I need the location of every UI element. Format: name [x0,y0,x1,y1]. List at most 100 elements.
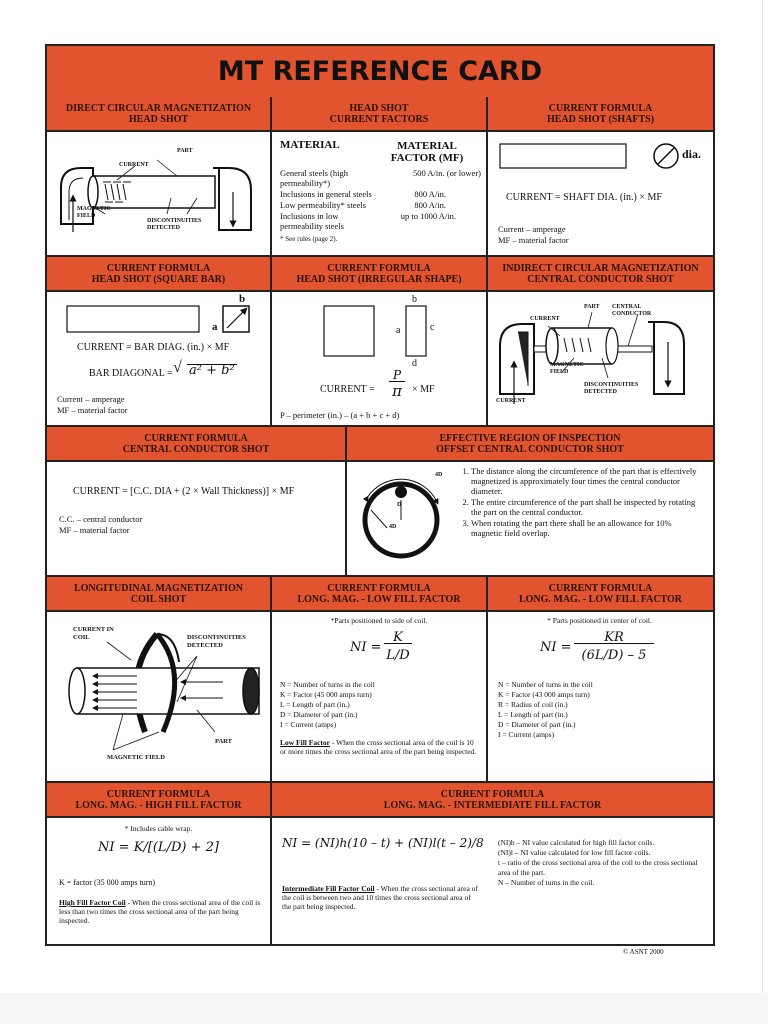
sqrt-symbol: √ [173,359,182,376]
cell-body: PART CENTRAL CONDUCTOR CURRENT MAGNETIC … [488,292,713,425]
formula-numerator: KR [574,631,654,644]
legend-line: K = Factor (43 000 amps turn) [498,690,590,699]
cell-coil-shot: LONGITUDINAL MAGNETIZATION COIL SHOT [47,577,272,783]
cell-header: CURRENT FORMULA LONG. MAG. - HIGH FILL F… [47,783,270,818]
definition-text: - When the cross sectional area of the c… [282,884,478,911]
header-line: LONG. MAG. - HIGH FILL FACTOR [75,799,242,811]
factor-row: up to 1000 A/in. [400,211,456,221]
col-material-head: MATERIAL [280,139,340,151]
label-a: a [396,325,401,336]
legend-line: N = Number of turns in the coil [280,680,375,689]
footnote: * See rules (page 2). [280,235,338,243]
shaft-diagram [499,143,679,169]
header-line: HEAD SHOT [128,113,189,125]
card-title: MT REFERENCE CARD [47,46,713,99]
formula-left: NI = [540,640,572,655]
legend-line: I = Current (amps) [280,720,337,729]
cell-header: CURRENT FORMULA HEAD SHOT (Square Bar) [47,257,270,292]
legend-line: P – perimeter (in.) – (a + b + c + d) [280,410,400,420]
legend-line: MF – material factor [498,235,569,245]
legend-line: L = Length of part (in.) [498,710,568,719]
cell-header: CURRENT FORMULA CENTRAL CONDUCTOR SHOT [47,427,345,462]
central-conductor-formula: CURRENT = [C.C. DIA + (2 × Wall Thicknes… [73,486,295,497]
central-conductor-diagram [499,311,685,404]
legend-line: L = Length of part (in.) [280,700,350,709]
label-current: CURRENT [119,162,149,168]
shaft-formula: CURRENT = SHAFT DIA. (in.) × MF [506,192,662,203]
irregular-formula-right: × MF [412,384,435,395]
legend-line: (NI)h – NI value calculated for high fil… [498,838,655,847]
copyright: © ASNT 2000 [623,948,664,956]
cell-body: MATERIAL MATERIAL FACTOR (MF) General st… [272,132,486,255]
label-discontinuities: DISCONTINUITIES DETECTED [187,634,246,649]
cell-header: DIRECT CIRCULAR MAGNETIZATION HEAD SHOT [47,97,270,132]
cell-high-fill: CURRENT FORMULA LONG. MAG. - HIGH FILL F… [47,783,272,944]
formula-denominator: π [392,382,402,400]
header-line: DIRECT CIRCULAR MAGNETIZATION [65,102,252,114]
cell-body: CURRENT = [C.C. DIA + (2 × Wall Thicknes… [47,462,345,575]
head-shot-diagram [60,159,252,232]
header-line: OFFSET CENTRAL CONDUCTOR SHOT [436,443,624,455]
label-discontinuities: DISCONTINUITIES DETECTED [147,218,202,231]
cell-body: b a c d CURRENT = P π × MF P – perimeter… [272,292,486,425]
definition-title: Low Fill Factor [280,738,330,747]
header-line: HEAD SHOT [349,102,409,114]
cell-header: EFFECTIVE REGION OF INSPECTION OFFSET CE… [347,427,713,462]
list-item: The distance along the circumference of … [471,466,697,496]
reference-card: MT REFERENCE CARD DIRECT CIRCULAR MAGNET… [45,44,715,946]
bar-diagonal-label: BAR DIAGONAL = [89,368,173,379]
definition: Intermediate Fill Factor Coil - When the… [282,884,478,911]
header-line: LONG. MAG. - INTERMEDIATE FILL FACTOR [383,799,602,811]
coil-shot-diagram [68,632,260,751]
legend-line: MF – material factor [57,405,128,415]
cell-indirect-circular: INDIRECT CIRCULAR MAGNETIZATION CENTRAL … [488,257,713,427]
header-line: EFFECTIVE REGION OF INSPECTION [439,432,621,444]
header-line: LONGITUDINAL MAGNETIZATION [73,582,243,594]
formula-left: NI = [350,640,382,655]
cell-header: CURRENT FORMULA LONG. MAG. - LOW FILL FA… [272,577,486,612]
label-central-conductor: CENTRAL CONDUCTOR [612,304,652,317]
legend-line: K = factor (35 000 amps turn) [59,878,156,887]
label-current-in-coil: CURRENT IN COIL [73,626,114,641]
definition: High Fill Factor Coil - When the cross s… [59,898,264,925]
label-d: D [397,502,402,508]
cell-header: HEAD SHOT CURRENT FACTORS [272,97,486,132]
formula-denominator: L/D [386,648,410,663]
cell-body: PART CURRENT MAGNETIC FIELD DISCONTINUIT… [47,132,270,255]
cell-body: * Parts positioned in center of coil. NI… [488,612,713,781]
inspection-notes: The distance along the circumference of … [457,466,697,539]
legend-line: I = Current (amps) [498,730,555,739]
cell-low-fill-center: CURRENT FORMULA LONG. MAG. - LOW FILL FA… [488,577,713,783]
label-part: PART [215,738,232,745]
cell-shaft-formula: CURRENT FORMULA HEAD SHOT (Shafts) dia. … [488,97,713,257]
bar-diag-formula: CURRENT = BAR DIAG. (in.) × MF [77,342,230,353]
material-row: Low permeability* steels [280,200,366,210]
header-line: CURRENT FACTORS [329,113,429,125]
label-current: CURRENT [496,398,526,404]
factor-row: 800 A/in. [414,200,446,210]
note: *Parts positioned to side of coil. [330,616,428,625]
label-current: CURRENT [530,316,560,322]
intermediate-formula: NI = (NI)h(10 – t) + (NI)l(t – 2)/8 [282,836,484,850]
legend-line: D = Diameter of part (in.) [280,710,358,719]
cell-body: dia. CURRENT = SHAFT DIA. (in.) × MF Cur… [488,132,713,255]
cell-direct-circular: DIRECT CIRCULAR MAGNETIZATION HEAD SHOT [47,97,272,257]
formula-numerator: K [384,631,412,644]
cell-header: INDIRECT CIRCULAR MAGNETIZATION CENTRAL … [488,257,713,292]
label-a: a [212,321,218,333]
header-line: INDIRECT CIRCULAR MAGNETIZATION [502,262,699,274]
cell-body: CURRENT IN COIL DISCONTINUITIES DETECTED… [47,612,270,781]
definition-text: - When the cross sectional area of the c… [280,738,477,756]
high-fill-formula: NI = K/[(L/D) + 2] [98,840,219,855]
legend-line: (NI)l – NI value calculated for low fill… [498,848,651,857]
label-magnetic-field: MAGNETIC FIELD [550,362,584,375]
irregular-formula-left: CURRENT = [320,384,375,395]
header-line: HEAD SHOT (Shafts) [546,113,655,125]
page-bottom-band [0,993,768,1024]
cell-header: CURRENT FORMULA LONG. MAG. - LOW FILL FA… [488,577,713,612]
definition-title: Intermediate Fill Factor Coil [282,884,375,893]
header-line: COIL SHOT [130,593,187,605]
dia-label: dia. [682,147,702,161]
label-part: PART [584,304,600,310]
definition-title: High Fill Factor Coil [59,898,126,907]
